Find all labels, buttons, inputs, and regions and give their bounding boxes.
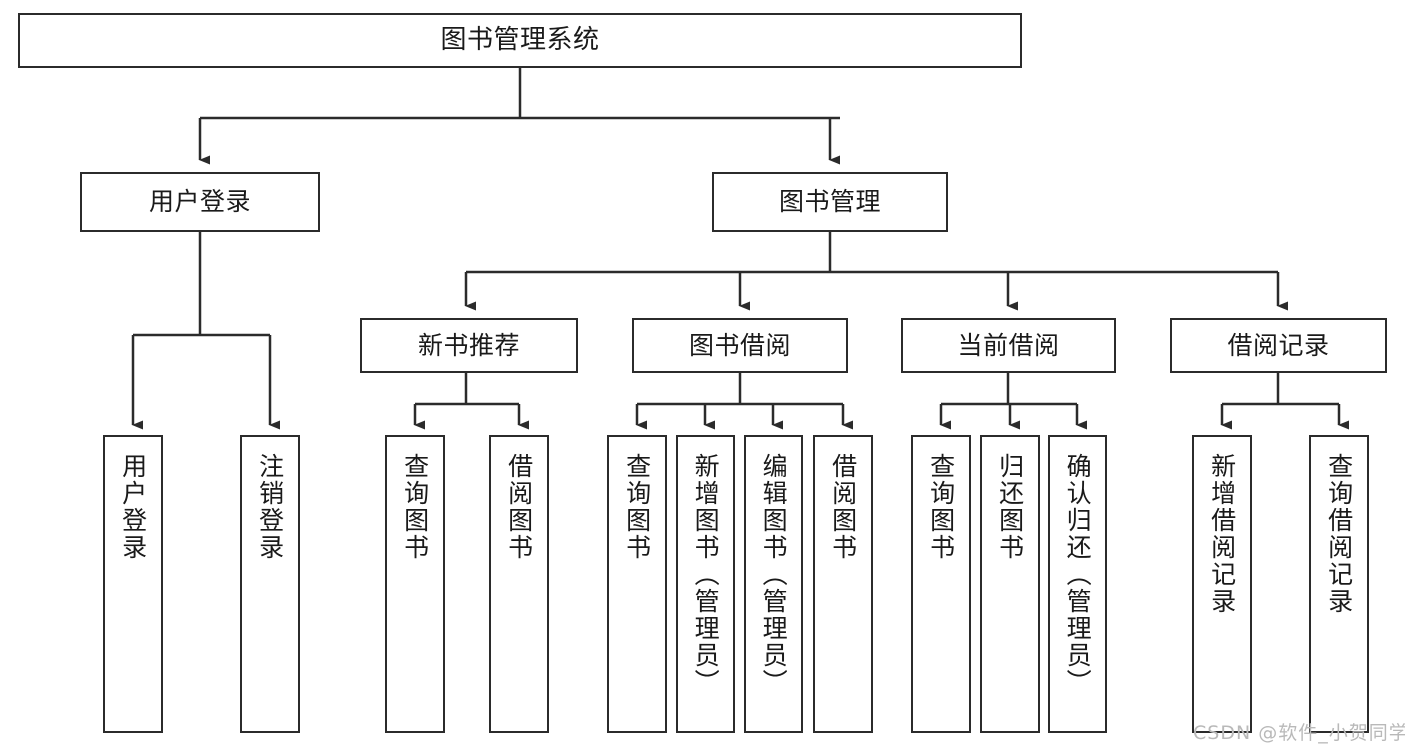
node-root-system[interactable]: 图书管理系统 xyxy=(18,13,1022,68)
leaf-query-books-current[interactable]: 查询图书 xyxy=(911,435,971,733)
node-label: 借阅图书 xyxy=(504,453,534,561)
leaf-return-books[interactable]: 归还图书 xyxy=(980,435,1040,733)
node-label: 新书推荐 xyxy=(417,330,520,360)
node-new-book-recommendation[interactable]: 新书推荐 xyxy=(360,318,578,373)
leaf-add-book-admin[interactable]: 新增图书（管理员） xyxy=(676,435,735,733)
node-label: 新增借阅记录 xyxy=(1207,453,1237,615)
node-label: 新增图书（管理员） xyxy=(691,453,721,696)
leaf-query-books-borrowing[interactable]: 查询图书 xyxy=(607,435,667,733)
node-current-borrowing[interactable]: 当前借阅 xyxy=(901,318,1116,373)
node-label: 用户登录 xyxy=(148,187,251,217)
node-label: 查询图书 xyxy=(622,453,652,561)
node-label: 图书借阅 xyxy=(688,330,791,360)
node-label: 查询图书 xyxy=(926,453,956,561)
node-label: 图书管理系统 xyxy=(440,25,600,56)
node-label: 用户登录 xyxy=(118,453,148,561)
node-label: 归还图书 xyxy=(995,453,1025,561)
node-label: 确认归还（管理员） xyxy=(1063,453,1093,696)
node-borrowing-records[interactable]: 借阅记录 xyxy=(1170,318,1387,373)
leaf-logout[interactable]: 注销登录 xyxy=(240,435,300,733)
node-label: 注销登录 xyxy=(255,453,285,561)
leaf-query-borrow-record[interactable]: 查询借阅记录 xyxy=(1309,435,1369,733)
leaf-edit-book-admin[interactable]: 编辑图书（管理员） xyxy=(744,435,803,733)
leaf-borrow-books[interactable]: 借阅图书 xyxy=(813,435,873,733)
node-label: 图书管理 xyxy=(778,187,881,217)
leaf-add-borrow-record[interactable]: 新增借阅记录 xyxy=(1192,435,1252,733)
leaf-borrow-books-recommendation[interactable]: 借阅图书 xyxy=(489,435,549,733)
node-label: 编辑图书（管理员） xyxy=(759,453,789,696)
node-book-management[interactable]: 图书管理 xyxy=(712,172,948,232)
node-label: 借阅图书 xyxy=(828,453,858,561)
leaf-query-books-recommendation[interactable]: 查询图书 xyxy=(385,435,445,733)
node-label: 查询借阅记录 xyxy=(1324,453,1354,615)
node-label: 当前借阅 xyxy=(957,330,1060,360)
node-label: 借阅记录 xyxy=(1227,330,1330,360)
leaf-confirm-return-admin[interactable]: 确认归还（管理员） xyxy=(1048,435,1107,733)
leaf-user-login[interactable]: 用户登录 xyxy=(103,435,163,733)
node-label: 查询图书 xyxy=(400,453,430,561)
watermark-text: CSDN @软件_小贺同学 xyxy=(1193,722,1405,744)
node-user-login[interactable]: 用户登录 xyxy=(80,172,320,232)
node-book-borrowing[interactable]: 图书借阅 xyxy=(632,318,848,373)
